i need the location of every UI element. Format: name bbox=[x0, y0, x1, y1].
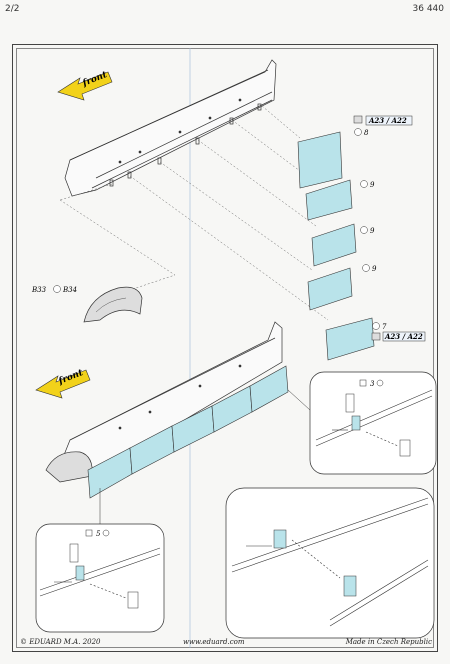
front-arrow-bottom: front bbox=[35, 368, 91, 399]
installed-plates bbox=[87, 365, 289, 499]
part-b33-b34: B33 B34 bbox=[31, 285, 143, 323]
check-icon bbox=[359, 379, 367, 387]
plate-7 bbox=[325, 317, 375, 361]
etch-icon bbox=[353, 115, 363, 124]
drawing-frame-inner bbox=[16, 48, 434, 648]
half-moon-icon bbox=[360, 180, 368, 188]
page-number: 2/2 bbox=[5, 4, 20, 14]
front-arrow-top: front bbox=[57, 70, 113, 101]
plate-9a bbox=[305, 179, 353, 221]
svg-text:B33: B33 bbox=[31, 286, 47, 294]
svg-text:9: 9 bbox=[370, 181, 375, 189]
hull-side-bottom bbox=[45, 321, 283, 483]
detail-bubble-left: 5 bbox=[35, 488, 165, 633]
svg-text:9: 9 bbox=[370, 227, 375, 235]
half-moon-icon bbox=[53, 285, 61, 293]
half-moon-icon bbox=[360, 226, 368, 234]
photo-etch-plates bbox=[297, 131, 375, 361]
drawing-frame bbox=[12, 44, 438, 652]
plate-8 bbox=[297, 131, 343, 189]
plate-9c bbox=[307, 267, 353, 311]
svg-text:3: 3 bbox=[370, 380, 375, 388]
svg-text:8: 8 bbox=[364, 129, 369, 137]
svg-text:7: 7 bbox=[382, 323, 387, 331]
plate-callouts: A23 / A22 8 9 9 9 7 A23 / A22 bbox=[353, 115, 426, 342]
ref-label-bottom: A23 / A22 bbox=[384, 332, 423, 341]
ref-label-top: A23 / A22 bbox=[368, 116, 407, 125]
svg-text:B34: B34 bbox=[62, 286, 77, 294]
half-moon-icon bbox=[102, 529, 110, 537]
half-moon-icon bbox=[376, 379, 384, 387]
footer-website[interactable]: www.eduard.com bbox=[183, 638, 245, 646]
svg-text:9: 9 bbox=[372, 265, 377, 273]
half-moon-icon bbox=[372, 322, 380, 330]
footer-copyright: © EDUARD M.A. 2020 bbox=[20, 638, 101, 646]
svg-text:5: 5 bbox=[96, 530, 101, 538]
plate-9b bbox=[311, 223, 357, 267]
detail-bubble-center bbox=[225, 487, 435, 639]
sheet-number: 36 440 bbox=[412, 4, 445, 14]
etch-icon bbox=[371, 332, 381, 341]
half-moon-icon bbox=[354, 128, 362, 136]
detail-bubble-right: 3 bbox=[287, 371, 437, 475]
footer-origin: Made in Czech Republic bbox=[345, 638, 432, 646]
check-icon bbox=[85, 529, 93, 537]
half-moon-icon bbox=[362, 264, 370, 272]
leader-lines-top bbox=[59, 105, 329, 321]
